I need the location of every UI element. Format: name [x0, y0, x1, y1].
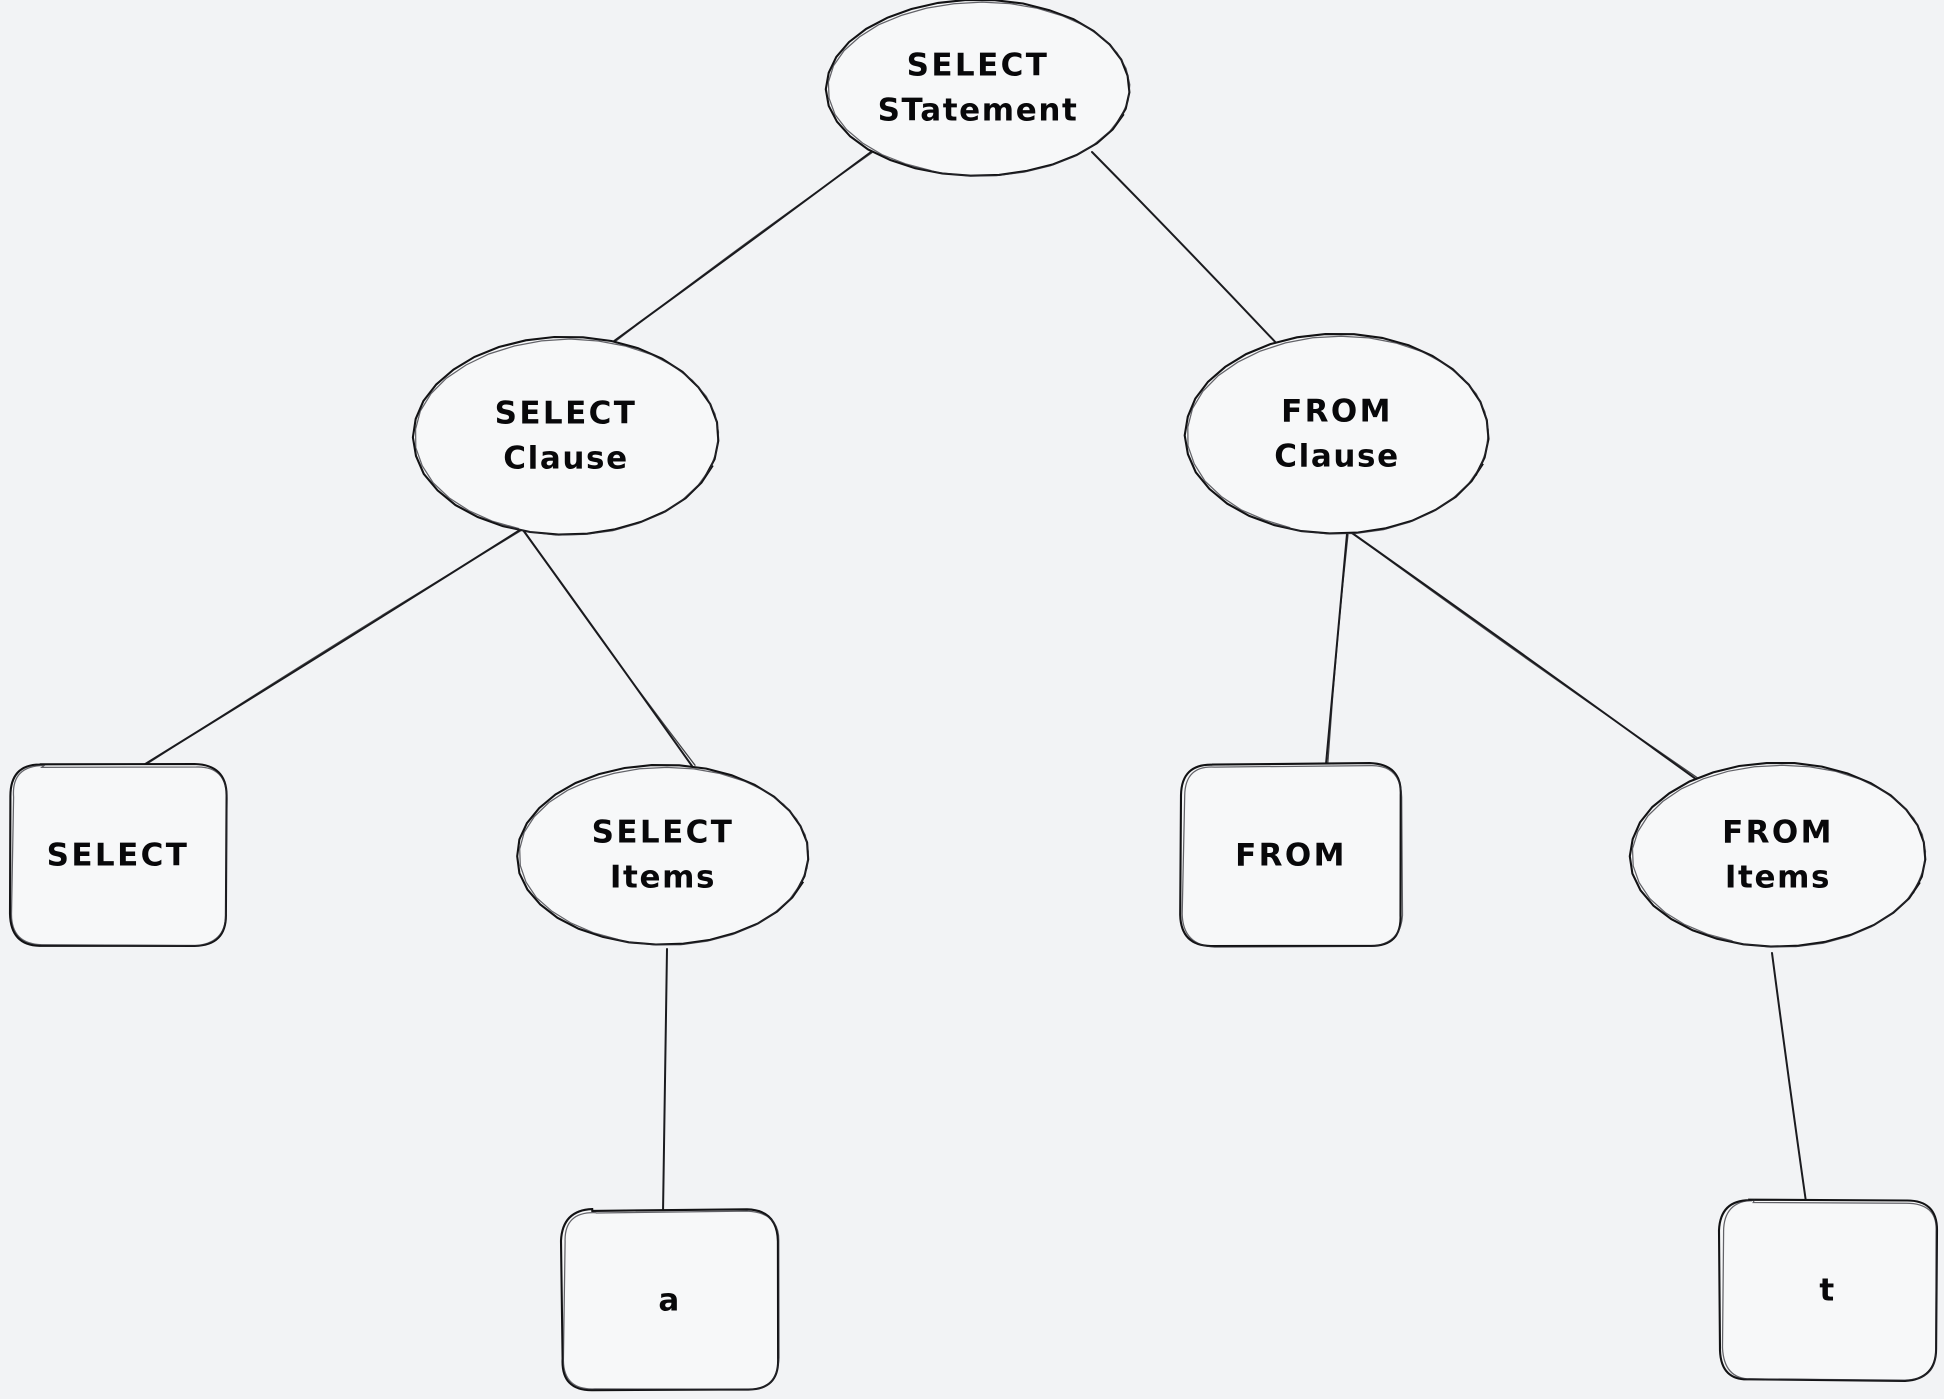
node-label-single: t	[1819, 1273, 1836, 1309]
node-select-statement[interactable]: SELECT STatement	[824, 0, 1131, 177]
node-outline-ellipse	[1628, 762, 1927, 948]
node-outline-ellipse-ghost	[827, 1, 1131, 177]
node-outline-rect-ghost	[1721, 1199, 1937, 1381]
node-label-line2: Items	[1725, 860, 1831, 896]
node-from-clause[interactable]: FROM Clause	[1183, 333, 1490, 535]
edge-from-items-to-from-value-t	[1771, 952, 1807, 1203]
edge-stroke-primary	[1771, 952, 1807, 1203]
node-label-line2: Items	[610, 860, 716, 896]
node-select-value-a[interactable]: a	[559, 1208, 780, 1392]
nodes-layer: SELECTSTatementSELECTClauseFROMClauseSEL…	[8, 0, 1939, 1392]
node-outline-ellipse-ghost	[1187, 335, 1489, 535]
edge-select-statement-to-from-clause	[1091, 151, 1280, 347]
node-from-items[interactable]: FROM Items	[1628, 762, 1927, 948]
node-label-line2: Clause	[503, 441, 628, 477]
node-label-line1: FROM	[1281, 394, 1393, 430]
edge-stroke-secondary	[144, 529, 522, 766]
node-outline-rect	[559, 1208, 780, 1392]
node-label-line1: SELECT	[592, 815, 735, 851]
edge-stroke-primary	[1091, 151, 1280, 347]
node-label-single: a	[658, 1283, 681, 1319]
node-label-line2: Clause	[1274, 439, 1399, 475]
edges-layer	[141, 151, 1807, 1214]
node-outline-ellipse	[1183, 333, 1490, 535]
edge-stroke-secondary	[523, 529, 696, 766]
node-select-terminal[interactable]: SELECT	[8, 762, 228, 947]
edge-stroke-secondary	[612, 151, 873, 344]
node-outline-rect-ghost	[562, 1210, 780, 1390]
node-from-terminal[interactable]: FROM	[1179, 762, 1404, 948]
node-label-line1: SELECT	[907, 48, 1050, 84]
node-outline-ellipse	[516, 764, 810, 946]
edge-stroke-primary	[1351, 532, 1712, 791]
node-outline-rect-ghost	[10, 764, 228, 947]
edge-stroke-primary	[662, 948, 668, 1214]
edge-stroke-secondary	[1352, 532, 1715, 790]
edge-select-clause-to-select-terminal	[141, 529, 522, 767]
node-outline-ellipse	[411, 335, 720, 536]
edge-select-items-to-select-value-a	[662, 948, 668, 1214]
node-label-line1: SELECT	[495, 396, 638, 432]
node-outline-rect-ghost	[1181, 764, 1404, 948]
edge-select-clause-to-select-items	[522, 529, 696, 767]
node-select-items[interactable]: SELECT Items	[516, 764, 810, 946]
node-select-clause[interactable]: SELECT Clause	[411, 335, 720, 536]
node-label-single: FROM	[1235, 838, 1347, 874]
node-outline-ellipse-ghost	[1631, 764, 1927, 948]
node-from-value-t[interactable]: t	[1717, 1198, 1939, 1383]
edge-from-clause-to-from-items	[1351, 532, 1715, 791]
node-outline-ellipse	[824, 0, 1131, 177]
node-label-line2: STatement	[878, 93, 1079, 129]
node-outline-ellipse-ghost	[414, 338, 720, 536]
node-label-line1: FROM	[1722, 815, 1834, 851]
node-outline-ellipse-ghost	[519, 766, 809, 946]
node-label-single: SELECT	[47, 838, 190, 874]
edge-select-statement-to-select-clause	[609, 151, 873, 345]
